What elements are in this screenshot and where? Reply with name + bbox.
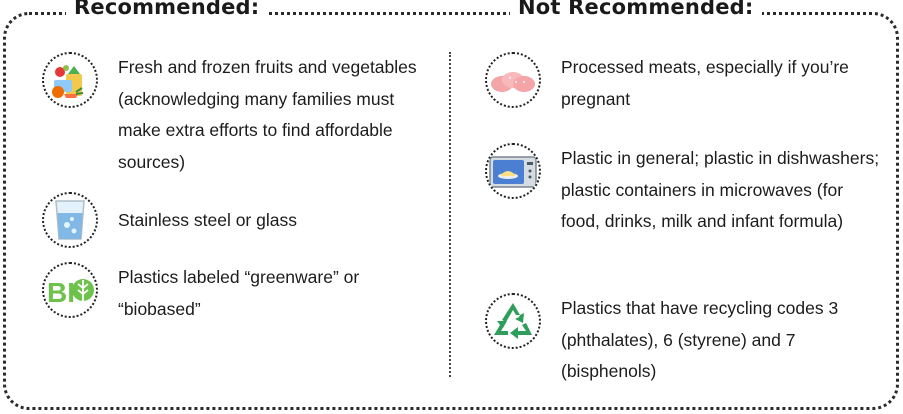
recommended-item-fresh-produce: Fresh and frozen fruits and vegetables (…: [42, 52, 432, 178]
recycling-icon: [485, 293, 541, 349]
processed-meat-icon: [485, 52, 541, 108]
not-recommended-item-text: Processed meats, especially if you’re pr…: [561, 57, 849, 109]
bio-leaf-icon: BI: [42, 262, 98, 318]
not-recommended-item-processed-meats: Processed meats, especially if you’re pr…: [485, 52, 880, 115]
not-recommended-item-plastic-microwave: Plastic in general; plastic in dishwashe…: [485, 143, 880, 238]
not-recommended-item-text: Plastics that have recycling codes 3 (ph…: [561, 298, 839, 381]
not-recommended-heading: Not Recommended:: [510, 0, 762, 20]
glass-icon: [42, 192, 98, 248]
recommended-item-text: Fresh and frozen fruits and vegetables (…: [118, 57, 417, 172]
not-recommended-item-recycling-codes: Plastics that have recycling codes 3 (ph…: [485, 293, 880, 388]
recommended-item-bio-plastics: BI Plastics labeled “greenware” or “biob…: [42, 262, 432, 325]
recommended-heading: Recommended:: [66, 0, 268, 20]
recommended-item-glass: Stainless steel or glass: [42, 192, 432, 248]
not-recommended-item-text: Plastic in general; plastic in dishwashe…: [561, 148, 880, 231]
bio-icon-letters: BI: [47, 277, 75, 308]
column-divider: [449, 52, 451, 377]
panel-frame: [3, 12, 899, 410]
recommended-item-text: Stainless steel or glass: [118, 210, 297, 230]
fruits-vegetables-icon: [42, 52, 98, 108]
microwave-icon: [485, 143, 541, 199]
recommended-item-text: Plastics labeled “greenware” or “biobase…: [118, 267, 360, 319]
